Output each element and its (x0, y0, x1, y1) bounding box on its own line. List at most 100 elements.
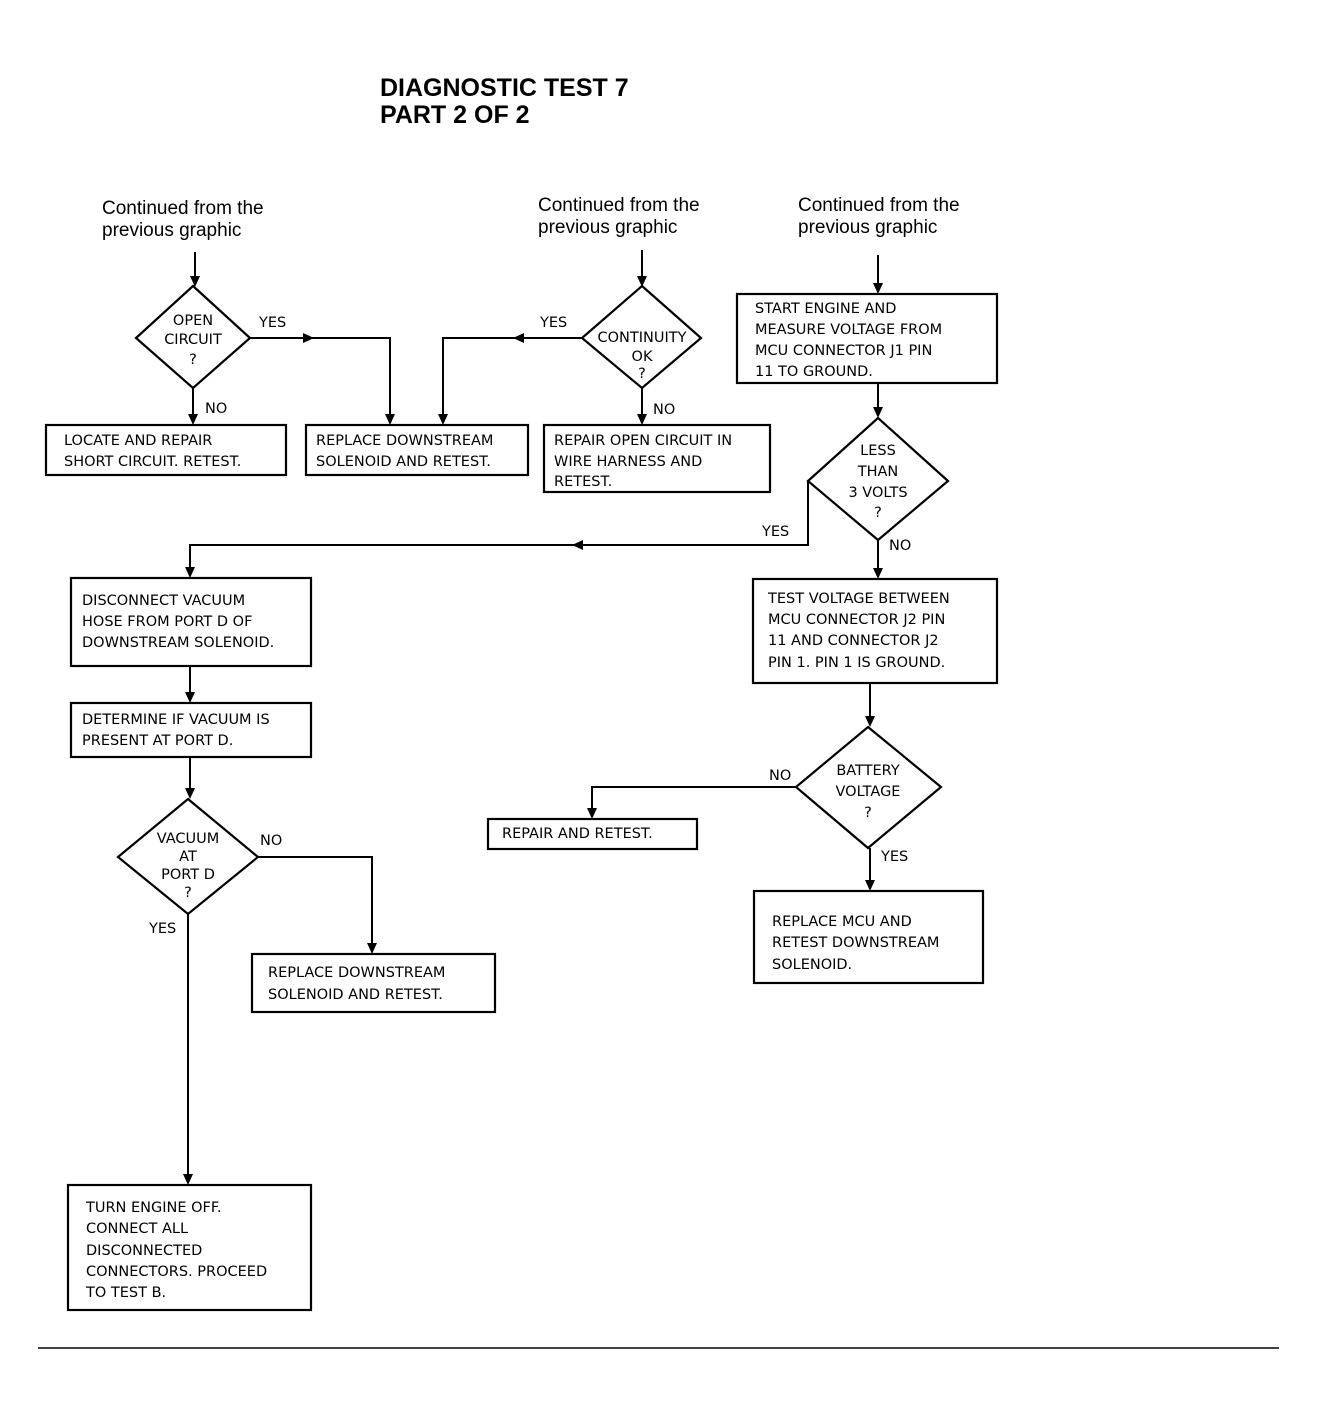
determine-line-1: DETERMINE IF VACUUM IS (82, 712, 270, 728)
repair-open-circuit-text: REPAIR OPEN CIRCUIT IN WIRE HARNESS AND … (554, 433, 732, 490)
less-than-text: LESS THAN 3 VOLTS ? (848, 443, 907, 521)
continued-note-2-line-2: previous graphic (538, 217, 677, 238)
replace-mcu-line-2: RETEST DOWNSTREAM (772, 935, 939, 951)
less-than-line-2: THAN (857, 464, 899, 480)
battery-voltage-diamond (794, 725, 943, 850)
test-voltage-line-4: PIN 1. PIN 1 IS GROUND. (768, 655, 945, 671)
repair-open-line-1: REPAIR OPEN CIRCUIT IN (554, 433, 732, 449)
determine-vacuum-text: DETERMINE IF VACUUM IS PRESENT AT PORT D… (82, 712, 270, 749)
continuity-ok-line-3: ? (638, 366, 646, 382)
vacuum-line-1: VACUUM (157, 831, 220, 847)
continuity-ok-diamond (580, 284, 703, 390)
battery-line-1: BATTERY (836, 763, 900, 779)
open-circuit-line-2: CIRCUIT (164, 332, 222, 348)
box-determine-vacuum (69, 701, 313, 759)
less-than-line-4: ? (874, 505, 882, 521)
box-turn-engine-off (66, 1183, 313, 1312)
replace-downstream-2-text: REPLACE DOWNSTREAM SOLENOID AND RETEST. (268, 965, 445, 1003)
start-engine-line-1: START ENGINE AND (755, 301, 896, 317)
replace-mcu-line-1: REPLACE MCU AND (772, 914, 912, 930)
continued-note-1-line-1: Continued from the (102, 198, 264, 219)
repair-and-retest-text: REPAIR AND RETEST. (502, 826, 653, 842)
open-circuit-line-3: ? (189, 352, 197, 368)
yes-label-less-than: YES (761, 524, 789, 540)
replace-ds1-line-2: SOLENOID AND RETEST. (316, 454, 491, 470)
test-voltage-line-2: MCU CONNECTOR J2 PIN (768, 612, 945, 628)
turn-off-line-4: CONNECTORS. PROCEED (86, 1264, 267, 1280)
vacuum-at-port-d-diamond (116, 797, 260, 916)
continuity-ok-line-1: CONTINUITY (598, 330, 687, 346)
turn-engine-off-text: TURN ENGINE OFF. CONNECT ALL DISCONNECTE… (85, 1200, 267, 1301)
turn-off-line-5: TO TEST B. (85, 1285, 166, 1301)
replace-ds1-line-1: REPLACE DOWNSTREAM (316, 433, 493, 449)
box-repair-open-circuit (542, 423, 772, 494)
start-engine-text: START ENGINE AND MEASURE VOLTAGE FROM MC… (755, 301, 942, 380)
box-disconnect-vacuum (69, 576, 313, 668)
turn-off-line-2: CONNECT ALL (86, 1221, 188, 1237)
title-line-2: PART 2 OF 2 (380, 101, 530, 129)
vacuum-line-4: ? (184, 885, 192, 901)
test-voltage-line-1: TEST VOLTAGE BETWEEN (767, 591, 950, 607)
battery-voltage-text: BATTERY VOLTAGE ? (836, 763, 901, 821)
determine-line-2: PRESENT AT PORT D. (82, 733, 233, 749)
replace-mcu-line-3: SOLENOID. (772, 957, 852, 973)
repair-retest-line-1: REPAIR AND RETEST. (502, 826, 653, 842)
replace-mcu-text: REPLACE MCU AND RETEST DOWNSTREAM SOLENO… (772, 914, 939, 973)
start-engine-line-4: 11 TO GROUND. (755, 364, 873, 380)
box-start-engine (735, 292, 999, 385)
no-label-continuity: NO (653, 402, 675, 418)
title-line-1: DIAGNOSTIC TEST 7 (380, 74, 629, 102)
no-label-battery: NO (769, 768, 791, 784)
continued-note-2-line-1: Continued from the (538, 195, 700, 216)
no-label-open-circuit: NO (205, 401, 227, 417)
box-replace-mcu (752, 889, 985, 985)
continuity-ok-text: CONTINUITY OK ? (598, 330, 687, 382)
repair-open-line-2: WIRE HARNESS AND (554, 454, 702, 470)
continued-note-1-line-2: previous graphic (102, 220, 241, 241)
box-replace-downstream-1 (304, 423, 530, 477)
yes-label-vacuum: YES (148, 921, 176, 937)
test-voltage-text: TEST VOLTAGE BETWEEN MCU CONNECTOR J2 PI… (767, 591, 950, 671)
less-than-line-1: LESS (860, 443, 896, 459)
continued-note-3-line-2: previous graphic (798, 217, 937, 238)
continued-note-3-line-1: Continued from the (798, 195, 960, 216)
vacuum-line-3: PORT D (161, 867, 215, 883)
turn-off-line-3: DISCONNECTED (86, 1243, 202, 1259)
battery-line-2: VOLTAGE (836, 784, 901, 800)
repair-open-line-3: RETEST. (554, 474, 612, 490)
yes-label-open-circuit: YES (258, 315, 286, 331)
locate-line-1: LOCATE AND REPAIR (64, 433, 212, 449)
disconnect-vacuum-text: DISCONNECT VACUUM HOSE FROM PORT D OF DO… (82, 593, 274, 651)
test-voltage-line-3: 11 AND CONNECTOR J2 (768, 633, 939, 649)
box-test-voltage (751, 577, 999, 685)
continuity-ok-line-2: OK (632, 349, 653, 365)
turn-off-line-1: TURN ENGINE OFF. (85, 1200, 222, 1216)
replace-downstream-1-text: REPLACE DOWNSTREAM SOLENOID AND RETEST. (316, 433, 493, 470)
connectors (183, 250, 883, 1185)
replace-ds2-line-1: REPLACE DOWNSTREAM (268, 965, 445, 981)
yes-label-battery: YES (880, 849, 908, 865)
vacuum-at-port-d-text: VACUUM AT PORT D ? (157, 831, 220, 901)
disconnect-line-2: HOSE FROM PORT D OF (82, 614, 252, 630)
no-label-less-than: NO (889, 538, 911, 554)
open-circuit-line-1: OPEN (173, 313, 213, 329)
box-locate-repair-short (44, 423, 288, 477)
disconnect-line-3: DOWNSTREAM SOLENOID. (82, 635, 274, 651)
open-circuit-diamond (134, 284, 252, 390)
start-engine-line-2: MEASURE VOLTAGE FROM (755, 322, 942, 338)
yes-label-continuity: YES (539, 315, 567, 331)
disconnect-line-1: DISCONNECT VACUUM (82, 593, 245, 609)
replace-ds2-line-2: SOLENOID AND RETEST. (268, 987, 443, 1003)
box-replace-downstream-2 (250, 952, 497, 1014)
box-repair-and-retest (486, 817, 699, 851)
start-engine-line-3: MCU CONNECTOR J1 PIN (755, 343, 932, 359)
no-label-vacuum: NO (260, 833, 282, 849)
open-circuit-text: OPEN CIRCUIT ? (164, 313, 222, 368)
less-than-line-3: 3 VOLTS (848, 485, 907, 501)
locate-line-2: SHORT CIRCUIT. RETEST. (64, 454, 241, 470)
vacuum-line-2: AT (179, 849, 197, 865)
locate-repair-short-text: LOCATE AND REPAIR SHORT CIRCUIT. RETEST. (64, 433, 241, 470)
less-than-3-volts-diamond (806, 416, 950, 542)
battery-line-3: ? (864, 805, 872, 821)
